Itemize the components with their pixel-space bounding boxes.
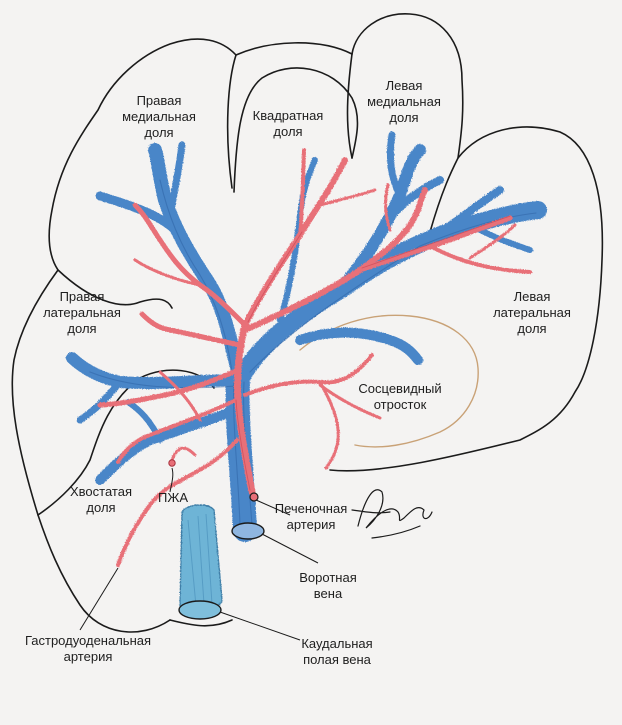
- artist-signature: [351, 489, 433, 539]
- hepatic-artery-tree: [97, 148, 532, 567]
- papillary-process-outline: [299, 314, 479, 448]
- leader-pancreas: [169, 467, 174, 493]
- leader-hepatic-artery: [255, 499, 291, 516]
- leader-lines: [79, 467, 319, 641]
- portal-vein-tree: [66, 131, 547, 542]
- liver-outline: [11, 13, 604, 633]
- leader-gastroduodenal: [79, 567, 119, 631]
- artery-shading: [235, 215, 511, 491]
- label-pancreatic-artery: ПЖА: [157, 490, 189, 505]
- pancreatic-artery-stub: [168, 459, 176, 467]
- leader-portal-vein: [261, 533, 319, 564]
- portal-vein-opening: [231, 522, 265, 540]
- leader-vena-cava: [219, 611, 301, 641]
- caudal-vena-cava: [178, 504, 223, 620]
- hepatic-artery-opening: [249, 492, 259, 502]
